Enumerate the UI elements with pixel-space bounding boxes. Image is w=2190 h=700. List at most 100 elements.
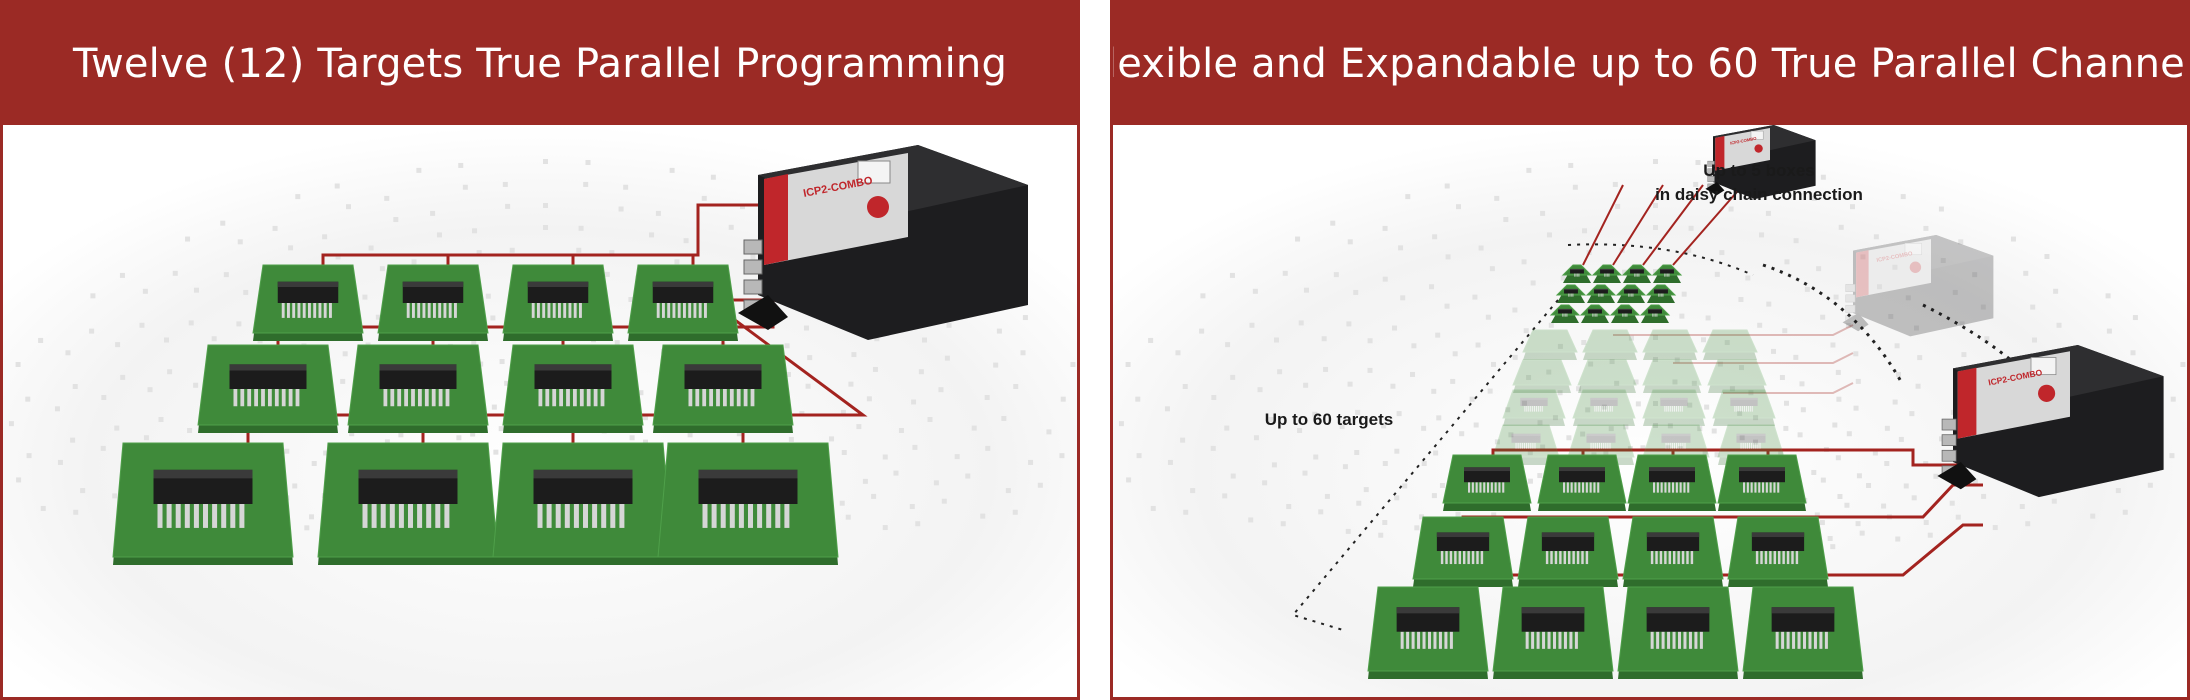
ic-chip bbox=[1730, 397, 1758, 412]
target-board bbox=[1585, 284, 1617, 303]
ic-chip bbox=[533, 469, 633, 528]
left-diagram: ICP2-COMBO bbox=[3, 125, 1077, 697]
target-board bbox=[1561, 264, 1593, 283]
daisy-chain-label-line1: Up to 5 boxes bbox=[1703, 161, 1814, 180]
ic-chip bbox=[527, 281, 589, 318]
target-board bbox=[1412, 516, 1514, 587]
target-board bbox=[502, 264, 614, 341]
targets-label: Up to 60 targets bbox=[1265, 410, 1393, 429]
target-board bbox=[1577, 359, 1637, 393]
ic-chip bbox=[379, 364, 457, 407]
target-board bbox=[1502, 389, 1566, 426]
target-board bbox=[1367, 586, 1489, 679]
ic-chip bbox=[1739, 467, 1785, 493]
ic-chip bbox=[1660, 268, 1674, 277]
target-board bbox=[1712, 389, 1776, 426]
ic-chip bbox=[1588, 308, 1602, 317]
target-board bbox=[1621, 264, 1653, 283]
svg-text:ICP2-COMBO: ICP2-COMBO bbox=[1730, 136, 1758, 146]
target-board bbox=[1622, 516, 1724, 587]
target-board bbox=[1717, 454, 1807, 511]
target-board bbox=[317, 442, 499, 565]
target-board bbox=[1642, 329, 1698, 360]
target-board bbox=[1517, 516, 1619, 587]
target-board bbox=[1615, 284, 1647, 303]
target-board bbox=[377, 264, 489, 341]
target-board bbox=[1572, 389, 1636, 426]
target-board bbox=[1591, 264, 1623, 283]
target-board bbox=[252, 264, 364, 341]
target-board bbox=[1727, 516, 1829, 587]
target-board bbox=[627, 264, 739, 341]
ic-chip bbox=[153, 469, 253, 528]
left-title-banner: Twelve (12) Targets True Parallel Progra… bbox=[3, 3, 1077, 125]
ic-chip bbox=[1649, 467, 1695, 493]
ic-chip bbox=[1464, 467, 1510, 493]
ic-chip bbox=[1564, 288, 1578, 297]
ic-chip bbox=[1520, 397, 1548, 412]
target-board bbox=[1549, 304, 1581, 323]
target-board bbox=[1609, 304, 1641, 323]
target-board bbox=[1642, 389, 1706, 426]
target-board bbox=[1579, 304, 1611, 323]
target-board bbox=[1537, 454, 1627, 511]
target-board bbox=[657, 442, 839, 565]
ic-chip bbox=[358, 469, 458, 528]
ic-chip bbox=[1570, 268, 1584, 277]
left-panel: Twelve (12) Targets True Parallel Progra… bbox=[0, 0, 1080, 700]
ic-chip bbox=[1771, 607, 1835, 649]
icp2-combo-device: ICP2-COMBO bbox=[1705, 125, 1816, 200]
ic-chip bbox=[229, 364, 307, 407]
ic-chip bbox=[1396, 607, 1460, 649]
target-board bbox=[1642, 359, 1702, 393]
ic-chip bbox=[1590, 397, 1618, 412]
target-board bbox=[112, 442, 294, 565]
target-board bbox=[1442, 454, 1532, 511]
ic-chip bbox=[1600, 268, 1614, 277]
ic-chip bbox=[1541, 532, 1595, 565]
target-board bbox=[1645, 284, 1677, 303]
ic-chip bbox=[684, 364, 762, 407]
right-title-banner: Flexible and Expandable up to 60 True Pa… bbox=[1113, 3, 2187, 125]
ic-chip bbox=[1559, 467, 1605, 493]
target-board bbox=[1492, 586, 1614, 679]
ic-chip bbox=[277, 281, 339, 318]
right-panel: Flexible and Expandable up to 60 True Pa… bbox=[1110, 0, 2190, 700]
ic-chip bbox=[1586, 433, 1616, 450]
ic-chip bbox=[1558, 308, 1572, 317]
icp2-combo-device: ICP2-COMBO bbox=[1937, 345, 2164, 498]
ic-chip bbox=[1736, 433, 1766, 450]
target-board bbox=[492, 442, 674, 565]
ic-chip bbox=[652, 281, 714, 318]
target-board bbox=[1617, 586, 1739, 679]
ic-chip bbox=[534, 364, 612, 407]
ic-chip bbox=[1594, 288, 1608, 297]
ic-chip bbox=[1624, 288, 1638, 297]
ic-chip bbox=[1751, 532, 1805, 565]
target-board-grid bbox=[112, 264, 839, 565]
ic-chip bbox=[1661, 433, 1691, 450]
target-board bbox=[1582, 329, 1638, 360]
icp2-combo-device: ICP2-COMBO bbox=[1842, 235, 1994, 337]
ic-chip bbox=[1648, 308, 1662, 317]
target-board bbox=[1627, 454, 1717, 511]
target-board bbox=[652, 344, 794, 433]
left-panel-title: Twelve (12) Targets True Parallel Progra… bbox=[72, 41, 1008, 87]
ic-chip bbox=[402, 281, 464, 318]
ic-chip bbox=[1521, 607, 1585, 649]
target-board bbox=[1742, 586, 1864, 679]
ic-chip bbox=[1654, 288, 1668, 297]
ic-chip bbox=[1436, 532, 1490, 565]
ic-chip bbox=[698, 469, 798, 528]
target-board bbox=[1555, 284, 1587, 303]
target-board bbox=[1702, 329, 1758, 360]
target-board-grid bbox=[1367, 264, 1864, 679]
ic-chip bbox=[1630, 268, 1644, 277]
daisy-chain-label-line2: in daisy chain connection bbox=[1655, 185, 1863, 204]
programmer-device: ICP2-COMBO bbox=[738, 145, 1028, 340]
daisy-chain-dotted-lines bbox=[1291, 243, 2035, 631]
target-board bbox=[197, 344, 339, 433]
target-board bbox=[502, 344, 644, 433]
